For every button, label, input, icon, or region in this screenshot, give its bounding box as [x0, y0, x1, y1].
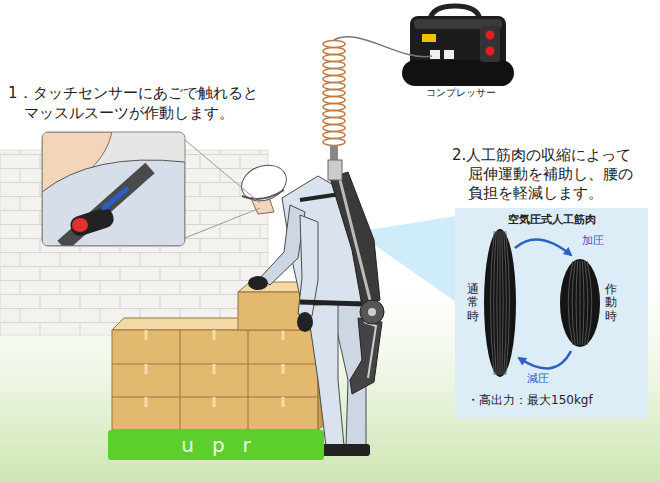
state-label: 通常時 — [467, 283, 479, 323]
worker — [248, 276, 268, 290]
air-hose — [323, 97, 345, 104]
compressor — [480, 26, 500, 62]
air-hose — [323, 125, 345, 132]
muscle-suit — [350, 318, 382, 394]
compressor — [486, 31, 495, 40]
muscle-rib — [506, 231, 510, 375]
sensor-inset — [62, 168, 150, 246]
part-label: コンプレッサー — [426, 87, 496, 99]
edge-label: 減圧 — [526, 372, 550, 385]
muscle-rib — [587, 261, 592, 345]
air-hose — [323, 62, 345, 69]
compressor — [486, 47, 495, 56]
muscle-rib — [504, 231, 507, 375]
muscle-suit — [364, 322, 376, 378]
artificial-muscle — [483, 228, 517, 378]
muscle-rib — [582, 261, 584, 345]
connector-layer — [455, 208, 648, 418]
muscle-active: 作動時 — [559, 258, 617, 348]
muscle-suit — [360, 300, 384, 324]
muscle-rib — [585, 261, 588, 345]
panel-title: 空気圧式人工筋肉 — [455, 212, 648, 227]
air-hose — [323, 90, 345, 97]
background — [0, 150, 268, 335]
sensor-inset — [104, 188, 128, 208]
air-hose — [323, 37, 432, 160]
air-hose — [323, 83, 345, 90]
worker — [297, 312, 313, 332]
cardboard-boxes — [112, 330, 318, 430]
background — [0, 150, 268, 335]
sensor-inset — [42, 160, 185, 246]
muscle-rib — [497, 231, 498, 375]
worker — [344, 444, 370, 456]
compressor — [402, 60, 514, 86]
worker — [260, 205, 305, 285]
worker — [242, 190, 284, 199]
compressor — [444, 50, 454, 59]
worker — [300, 194, 340, 200]
air-hose — [323, 139, 345, 146]
compressor — [430, 50, 440, 59]
step-note: 1．タッチセンサーにあごで触れると マッスルスーツが作動します。 — [8, 84, 263, 123]
compressor — [402, 6, 514, 86]
muscle-body — [484, 229, 516, 377]
sensor-inset — [68, 206, 116, 239]
sensor-inset — [42, 132, 185, 246]
air-hose — [330, 146, 338, 160]
muscle-suit — [328, 160, 342, 180]
state-label: 作動時 — [605, 283, 617, 323]
worker — [300, 302, 364, 304]
leader-line — [185, 140, 260, 203]
info-panel: 空気圧式人工筋肉・高出力：最大150kgf 通常時 作動時 加圧減圧 — [455, 208, 648, 418]
muscle-rib — [576, 261, 578, 345]
air-hose — [323, 55, 345, 62]
cardboard-boxes — [146, 330, 283, 407]
muscle-rib — [572, 261, 575, 345]
muscle-rib — [494, 231, 497, 375]
air-hose — [323, 104, 345, 111]
air-hose — [323, 118, 345, 125]
air-hose — [323, 111, 345, 118]
edge-label: 加圧 — [581, 234, 605, 247]
cardboard-boxes — [112, 330, 318, 430]
spec-note: ・高出力：最大150kgf — [467, 392, 593, 409]
leader-line — [185, 208, 260, 238]
pallet-logo: upr — [163, 433, 269, 457]
muscle-suit — [330, 172, 380, 306]
step-note: 2.人工筋肉の収縮によって 屈伸運動を補助し、腰の 負担を軽減します。 — [452, 146, 639, 202]
cardboard-boxes — [112, 282, 330, 430]
sensor-inset — [72, 218, 88, 232]
sensor-inset — [42, 132, 185, 246]
connector-arrow — [519, 351, 571, 368]
compressor — [422, 34, 436, 42]
connector-arrow — [515, 239, 571, 255]
leader-line — [185, 140, 260, 238]
artificial-muscle — [559, 258, 601, 348]
muscle-rib — [500, 231, 501, 375]
worker — [237, 159, 292, 207]
muscle-normal: 通常時 — [467, 228, 517, 378]
pallet: upr — [108, 430, 324, 460]
muscle-suit — [368, 308, 376, 316]
muscle-rib — [580, 261, 581, 345]
air-hose — [323, 41, 345, 48]
air-hose — [323, 69, 345, 76]
air-hose — [323, 76, 345, 83]
sensor-inset — [42, 132, 185, 246]
muscle-suit — [328, 160, 384, 394]
sensor-inset — [42, 132, 185, 246]
air-hose — [323, 48, 345, 55]
air-hose — [334, 37, 432, 57]
cardboard-boxes — [238, 292, 300, 330]
air-hose — [323, 132, 345, 139]
muscle-body — [560, 259, 600, 347]
muscle-rib — [502, 231, 503, 375]
muscle-suit — [340, 180, 370, 300]
